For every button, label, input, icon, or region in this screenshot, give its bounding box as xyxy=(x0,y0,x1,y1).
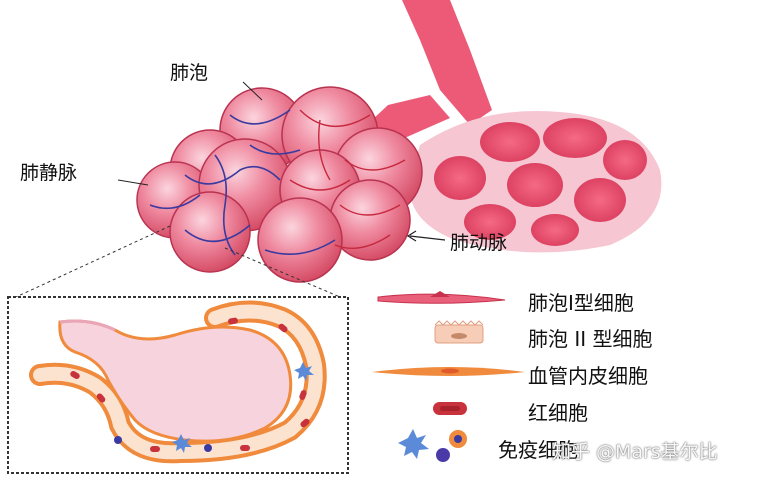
legend-label-type2: 肺泡 II 型细胞 xyxy=(528,327,653,351)
inset-alveolus-section xyxy=(29,300,327,464)
capillary-network xyxy=(409,110,662,253)
label-alveolus: 肺泡 xyxy=(170,62,209,84)
label-pulmonary-vein: 肺静脉 xyxy=(20,162,78,184)
pointer-artery xyxy=(406,230,446,242)
bronchiole-stem xyxy=(402,0,492,125)
pointer-alveolus xyxy=(242,81,263,101)
legend-label-red-cell: 红细胞 xyxy=(528,401,588,425)
legend-label-endothelial: 血管内皮细胞 xyxy=(528,364,648,388)
pulmonary-vein-network xyxy=(149,109,336,256)
type2-cell-icon xyxy=(434,320,484,344)
pointer-vein xyxy=(117,179,149,186)
label-pulmonary-artery: 肺动脉 xyxy=(450,232,508,254)
immune-cells-icon xyxy=(398,429,467,462)
zoom-line-left xyxy=(15,225,171,298)
type1-cell-icon xyxy=(377,291,506,304)
red-blood-cell-icon xyxy=(433,402,467,415)
endothelial-cell-icon xyxy=(372,367,525,376)
legend-label-immune: 免疫细胞 xyxy=(498,438,578,462)
watermark: 知乎 @Mars基尔比 xyxy=(552,441,718,463)
zoom-line-right xyxy=(224,247,341,298)
legend-label-type1: 肺泡I型细胞 xyxy=(528,291,634,315)
pulmonary-artery-network xyxy=(289,109,406,249)
